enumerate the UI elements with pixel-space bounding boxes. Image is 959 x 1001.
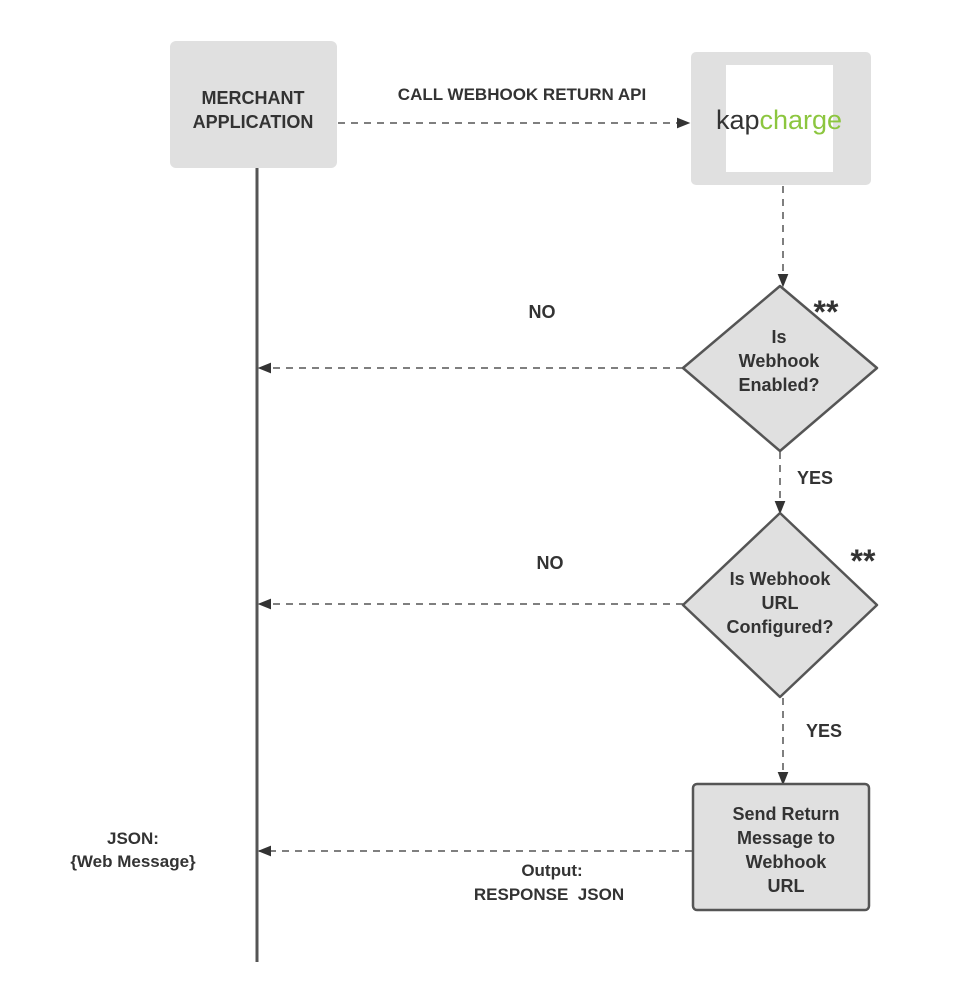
enabled-no-label: NO xyxy=(529,302,556,322)
url-asterisk-marker: ** xyxy=(851,543,876,579)
enabled-line2: Webhook xyxy=(739,351,821,371)
send-return-message-node: Send Return Message to Webhook URL xyxy=(691,782,871,912)
url-line2: URL xyxy=(762,593,799,613)
webhook-enabled-decision: Is Webhook Enabled? ** xyxy=(681,284,879,453)
send-line1: Send Return xyxy=(732,804,839,824)
enabled-yes-label: YES xyxy=(797,468,833,488)
send-line2: Message to xyxy=(737,828,835,848)
output-label-line2: RESPONSE JSON xyxy=(474,885,624,904)
json-note-line2: {Web Message} xyxy=(70,852,196,871)
merchant-label-line1: MERCHANT xyxy=(202,88,305,108)
url-no-label: NO xyxy=(537,553,564,573)
call-api-label: CALL WEBHOOK RETURN API xyxy=(398,85,646,104)
url-line1: Is Webhook xyxy=(730,569,832,589)
json-note-line1: JSON: xyxy=(107,829,159,848)
enabled-line3: Enabled? xyxy=(738,375,819,395)
url-yes-label: YES xyxy=(806,721,842,741)
enabled-line1: Is xyxy=(771,327,786,347)
send-line3: Webhook xyxy=(746,852,828,872)
send-line4: URL xyxy=(768,876,805,896)
webhook-url-decision: Is Webhook URL Configured? ** xyxy=(681,511,879,699)
merchant-application-node: MERCHANT APPLICATION xyxy=(170,41,337,168)
output-label-line1: Output: xyxy=(521,861,582,880)
merchant-label-line2: APPLICATION xyxy=(193,112,314,132)
kapcharge-node: kapcharge xyxy=(691,52,871,185)
url-line3: Configured? xyxy=(727,617,834,637)
enabled-asterisk-marker: ** xyxy=(814,294,839,330)
kapcharge-logo: kapcharge xyxy=(716,105,842,135)
